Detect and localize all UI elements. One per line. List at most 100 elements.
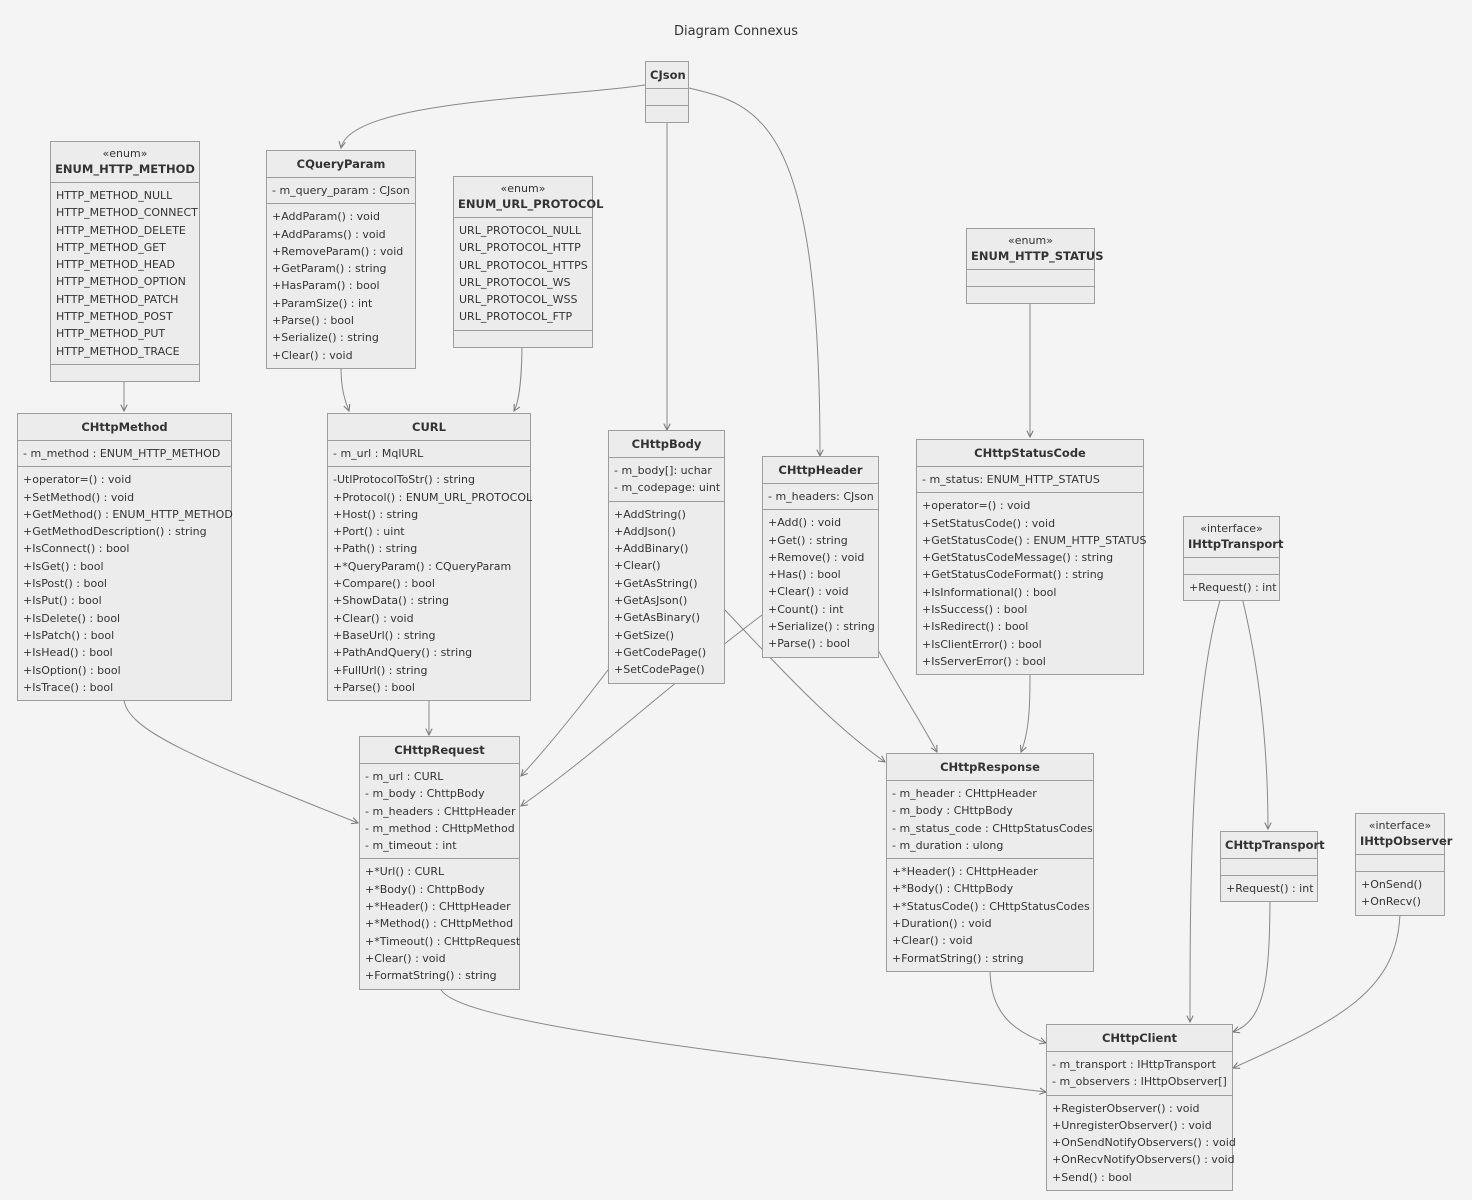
- methods-section: +AddParam() : void+AddParams() : void+Re…: [267, 204, 415, 368]
- method-row: +operator=() : void: [23, 473, 132, 487]
- attribute-row: - m_url : MqlURL: [333, 447, 424, 460]
- method-row: +IsInformational() : bool: [922, 585, 1057, 599]
- method-row: +IsDelete() : bool: [23, 611, 121, 625]
- method-row: +*Header() : CHttpHeader: [892, 865, 1038, 879]
- diagram-title: Diagram Connexus: [674, 24, 798, 39]
- class-header: «interface»IHttpTransport: [1184, 517, 1283, 558]
- class-enum-http-status[interactable]: «enum»ENUM_HTTP_STATUS: [966, 228, 1103, 304]
- method-row: +Port() : uint: [333, 525, 405, 539]
- method-row: +GetMethod() : ENUM_HTTP_METHOD: [23, 507, 233, 521]
- method-row: +GetStatusCodeMessage() : string: [922, 551, 1114, 565]
- class-ihttpobserver[interactable]: «interface»IHttpObserver+OnSend()+OnRecv…: [1355, 813, 1453, 916]
- attribute-row: HTTP_METHOD_HEAD: [56, 258, 175, 272]
- attribute-row: - m_observers : IHttpObserver[]: [1052, 1075, 1227, 1089]
- class-chttpclient[interactable]: CHttpClient - m_transport : IHttpTranspor…: [1046, 1024, 1236, 1192]
- stereotype-label: «interface»: [1368, 819, 1432, 832]
- attribute-row: - m_url : CURL: [365, 770, 444, 783]
- method-row: +IsPost() : bool: [23, 577, 107, 591]
- edge-chttpresponse-chttpclient: [989, 968, 1046, 1043]
- method-row: +Parse() : bool: [333, 680, 415, 694]
- attribute-row: HTTP_METHOD_PUT: [56, 327, 166, 341]
- method-row: +BaseUrl() : string: [333, 628, 436, 642]
- class-chttpstatuscode[interactable]: CHttpStatusCode- m_status: ENUM_HTTP_STA…: [916, 439, 1146, 676]
- attribute-row: - m_query_param : CJson: [272, 184, 410, 197]
- attribute-row: URL_PROTOCOL_NULL: [459, 224, 582, 237]
- class-header: CHttpMethod: [18, 414, 231, 441]
- class-header: CHttpBody: [609, 431, 724, 458]
- edge-chttprequest-chttpclient: [439, 985, 1046, 1092]
- method-row: +GetAsBinary(): [614, 611, 701, 625]
- method-row: +IsSuccess() : bool: [922, 603, 1028, 617]
- method-row: +Get() : string: [768, 533, 848, 547]
- class-cjson[interactable]: CJson: [645, 61, 689, 123]
- class-curl[interactable]: CURL - m_url : MqlURL -UtlProtocolToStr() …: [327, 413, 533, 702]
- class-chttprequest[interactable]: CHttpRequest - m_url : CURL - m_body : Cht…: [359, 736, 520, 990]
- class-cqueryparam[interactable]: CQueryParam- m_query_param : CJson+AddPa…: [266, 150, 416, 369]
- class-chttpmethod[interactable]: CHttpMethod - m_method : ENUM_HTTP_METHOD…: [17, 413, 233, 702]
- attribute-row: URL_PROTOCOL_WS: [459, 275, 571, 289]
- class-ihttptransport[interactable]: «interface»IHttpTransport+Request() : in…: [1183, 516, 1283, 602]
- method-row: +Remove() : void: [768, 550, 865, 564]
- method-row: +IsPatch() : bool: [23, 628, 115, 642]
- class-name: CURL: [412, 420, 446, 434]
- attribute-row: URL_PROTOCOL_FTP: [459, 310, 573, 324]
- method-row: +OnSendNotifyObservers() : void: [1052, 1136, 1236, 1150]
- class-name: ENUM_URL_PROTOCOL: [458, 197, 604, 211]
- method-row: +HasParam() : bool: [272, 279, 380, 293]
- attribute-row: - m_headers : CHttpHeader: [365, 804, 516, 818]
- method-row: +Clear() : void: [892, 934, 973, 948]
- attribute-row: - m_method : CHttpMethod: [365, 821, 515, 835]
- attribute-row: - m_transport : IHttpTransport: [1052, 1058, 1216, 1071]
- attributes-section: [1221, 859, 1317, 876]
- attribute-row: - m_header : CHttpHeader: [892, 787, 1037, 800]
- attribute-row: HTTP_METHOD_NULL: [56, 189, 173, 202]
- method-row: +Clear() : void: [768, 585, 849, 599]
- attribute-row: - m_body : ChttpBody: [365, 787, 485, 801]
- edge-chttpbody-chttpresponse: [724, 609, 885, 762]
- class-header: CJson: [646, 62, 688, 89]
- method-row: +ParamSize() : int: [272, 296, 373, 310]
- class-chttpbody[interactable]: CHttpBody- m_body[]: uchar- m_codepage: …: [608, 430, 725, 684]
- method-row: +FormatString() : string: [892, 951, 1024, 965]
- edge-ihttpobserver-chttpclient: [1233, 908, 1401, 1068]
- class-name: CHttpMethod: [81, 420, 168, 434]
- methods-section: +*Header() : CHttpHeader+*Body() : CHttp…: [887, 859, 1093, 971]
- methods-section: [967, 287, 1094, 303]
- attributes-section: - m_method : ENUM_HTTP_METHOD: [18, 441, 231, 468]
- class-chttptransport[interactable]: CHttpTransport +Request() : int: [1220, 831, 1325, 903]
- method-row: +Compare() : bool: [333, 577, 435, 591]
- method-row: +Protocol() : ENUM_URL_PROTOCOL: [333, 490, 533, 504]
- class-name: CHttpTransport: [1225, 838, 1325, 852]
- method-row: +GetAsString(): [614, 576, 698, 590]
- attribute-row: - m_body[]: uchar: [614, 464, 712, 477]
- methods-section: -UtlProtocolToStr() : string+Protocol() …: [328, 467, 533, 700]
- method-row: +Add() : void: [768, 516, 842, 530]
- method-row: +IsConnect() : bool: [23, 542, 130, 556]
- attribute-row: - m_duration : ulong: [892, 838, 1004, 852]
- attribute-row: - m_timeout : int: [365, 839, 457, 853]
- attribute-row: - m_body : CHttpBody: [892, 804, 1013, 818]
- method-row: +AddBinary(): [614, 542, 689, 556]
- class-header: «enum»ENUM_URL_PROTOCOL: [454, 177, 604, 218]
- method-row: +RemoveParam() : void: [272, 244, 404, 258]
- method-row: +AddParam() : void: [272, 210, 380, 224]
- class-name: IHttpObserver: [1360, 834, 1453, 848]
- attributes-section: [646, 89, 688, 106]
- class-header: CHttpRequest: [360, 737, 519, 764]
- stereotype-label: «enum»: [102, 147, 148, 160]
- class-chttpheader[interactable]: CHttpHeader- m_headers: CJson+Add() : vo…: [762, 456, 879, 658]
- method-row: +OnRecv(): [1361, 895, 1421, 909]
- attributes-section: - m_query_param : CJson: [267, 178, 415, 205]
- attribute-row: HTTP_METHOD_POST: [56, 310, 173, 324]
- method-row: +Request() : int: [1226, 882, 1314, 895]
- class-header: CHttpStatusCode: [917, 440, 1143, 467]
- method-row: +GetParam() : string: [272, 262, 387, 276]
- class-chttpresponse[interactable]: CHttpResponse- m_header : CHttpHeader- m…: [886, 753, 1094, 972]
- method-row: +Parse() : bool: [272, 314, 354, 328]
- class-header: CHttpClient: [1047, 1025, 1232, 1052]
- class-header: «interface» IHttpObserver: [1356, 814, 1453, 855]
